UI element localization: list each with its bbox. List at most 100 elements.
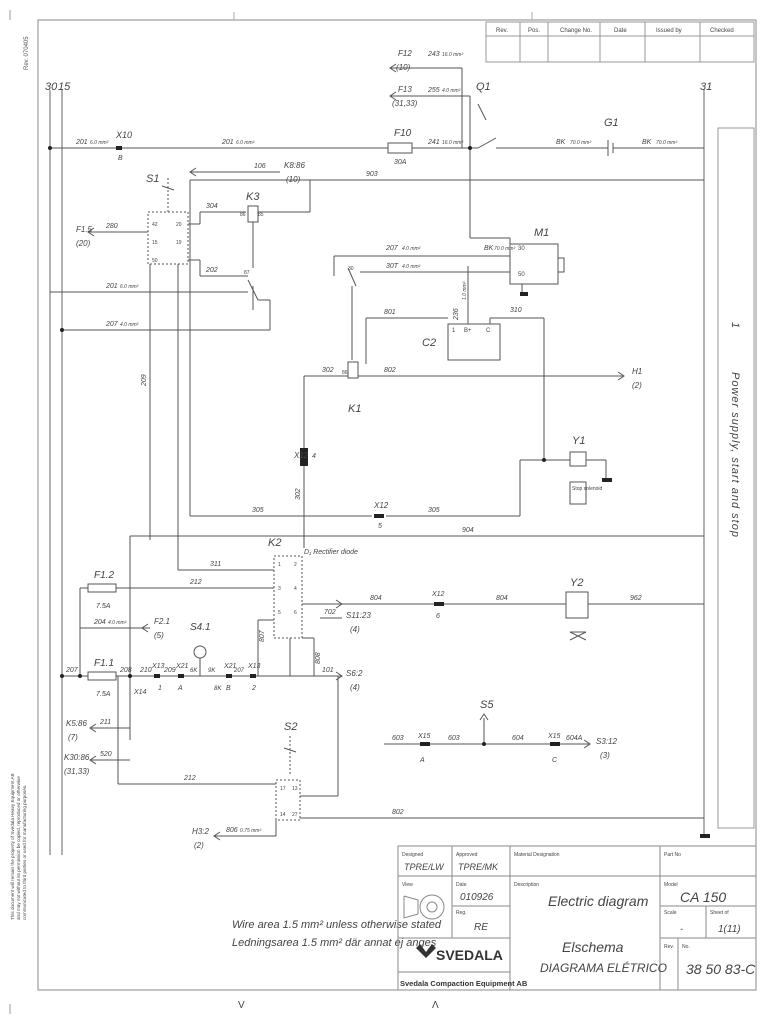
svg-text:807: 807 — [259, 629, 266, 642]
svg-text:Scale: Scale — [664, 910, 677, 916]
svg-text:X12: X12 — [293, 451, 309, 460]
fuse-f10 — [387, 142, 413, 154]
svg-text:30T: 30T — [386, 263, 399, 270]
svg-text:13: 13 — [292, 786, 298, 792]
svg-text:K3: K3 — [246, 191, 260, 203]
svg-text:X13: X13 — [151, 663, 165, 670]
svedala-logo: SVEDALA — [416, 944, 503, 963]
svg-text:K2: K2 — [268, 537, 281, 549]
svg-text:302: 302 — [322, 367, 334, 374]
svg-text:C: C — [486, 328, 491, 334]
svg-text:207: 207 — [105, 321, 119, 328]
svg-text:X21: X21 — [175, 663, 189, 670]
section-title: Power supply, start and stop — [729, 372, 741, 538]
svg-text:Y2: Y2 — [570, 577, 583, 589]
svg-text:207: 207 — [385, 245, 399, 252]
section-number: 1 — [729, 322, 741, 328]
svg-text:(10): (10) — [396, 63, 411, 72]
svg-text:604A: 604A — [566, 735, 583, 742]
company-name: Svedala Compaction Equipment AB — [400, 979, 528, 988]
svg-text:Issued by: Issued by — [656, 28, 682, 34]
svg-text:207: 207 — [65, 667, 79, 674]
svg-text:X13: X13 — [247, 663, 261, 670]
svg-text:This document will remain the: This document will remain the property o… — [10, 773, 15, 920]
svg-text:Rev.: Rev. — [664, 944, 674, 950]
svg-text:X14: X14 — [133, 689, 147, 696]
svg-text:X10: X10 — [115, 130, 132, 140]
svg-text:F1.1: F1.1 — [94, 658, 114, 669]
svg-text:14: 14 — [280, 812, 286, 818]
svg-text:C2: C2 — [422, 337, 436, 349]
svg-text:Model: Model — [664, 882, 678, 888]
svg-text:7.5A: 7.5A — [96, 603, 111, 610]
section-side-panel — [717, 127, 755, 829]
svg-text:310: 310 — [510, 307, 522, 314]
svg-text:(20): (20) — [76, 239, 91, 248]
drawing-title-en: Electric diagram — [548, 893, 649, 909]
svg-text:M1: M1 — [534, 227, 549, 239]
svg-text:30: 30 — [348, 266, 354, 272]
sheet-number: 1(11) — [718, 924, 741, 935]
svg-text:802: 802 — [384, 367, 396, 374]
svg-text:9K: 9K — [208, 668, 216, 674]
svg-text:7.5A: 7.5A — [96, 691, 111, 698]
svg-text:K8:86: K8:86 — [284, 161, 305, 170]
svg-text:1: 1 — [158, 685, 162, 692]
svg-text:6.0 mm²: 6.0 mm² — [236, 140, 255, 146]
svg-text:(7): (7) — [68, 733, 78, 742]
svg-text:BK: BK — [642, 139, 652, 146]
svg-text:4.0 mm²: 4.0 mm² — [402, 246, 421, 252]
svg-text:15: 15 — [152, 240, 158, 246]
drawing-number: 38 50 83-C — [686, 961, 756, 977]
svg-text:962: 962 — [630, 595, 642, 602]
svg-text:27: 27 — [292, 812, 298, 818]
svg-text:B+: B+ — [464, 328, 472, 334]
svg-text:(5): (5) — [154, 631, 164, 640]
svg-text:304: 304 — [206, 203, 218, 210]
svg-text:6.0 mm²: 6.0 mm² — [120, 284, 139, 290]
svg-text:42: 42 — [152, 222, 158, 228]
svg-text:Description: Description — [514, 882, 539, 888]
svg-text:87: 87 — [244, 270, 250, 276]
svg-text:Reg.: Reg. — [456, 910, 467, 916]
svg-text:101: 101 — [322, 667, 334, 674]
rail-label-15: 15 — [58, 81, 71, 93]
svg-text:Rev.: Rev. — [496, 28, 508, 34]
svg-text:30: 30 — [518, 246, 525, 252]
terminals — [48, 146, 710, 838]
svg-text:F2.1: F2.1 — [154, 617, 170, 626]
svg-text:X15: X15 — [547, 733, 561, 740]
svg-text:209: 209 — [141, 374, 148, 387]
svg-text:F1.2: F1.2 — [94, 570, 114, 581]
svg-text:(3): (3) — [600, 751, 610, 760]
svg-text:SVEDALA: SVEDALA — [436, 947, 503, 963]
svg-text:A: A — [419, 757, 425, 764]
svg-text:Change No.: Change No. — [560, 28, 592, 34]
svg-text:255: 255 — [427, 87, 440, 94]
drawing-title-sv: Elschema — [562, 939, 624, 955]
svg-text:F12: F12 — [398, 49, 412, 58]
svg-text:View: View — [402, 882, 413, 888]
power-rails — [49, 90, 705, 855]
svg-text:K1: K1 — [348, 403, 361, 415]
svg-text:19: 19 — [176, 240, 182, 246]
svg-text:(4): (4) — [350, 683, 360, 692]
svg-text:50: 50 — [152, 258, 158, 264]
svg-text:241: 241 — [427, 139, 440, 146]
svg-text:S11:23: S11:23 — [346, 611, 371, 620]
fold-mark-a: Λ — [432, 1000, 439, 1011]
svg-text:302: 302 — [295, 488, 302, 500]
drawing-title-pt: DIAGRAMA ELÉTRICO — [540, 960, 667, 975]
svg-text:S3:12: S3:12 — [596, 737, 617, 746]
svg-text:243: 243 — [427, 51, 440, 58]
svg-text:210: 210 — [139, 667, 152, 674]
svg-text:Sheet of: Sheet of — [710, 910, 729, 916]
svg-text:207: 207 — [233, 668, 245, 674]
svg-text:F1.5: F1.5 — [76, 225, 93, 234]
svg-text:S4.1: S4.1 — [190, 622, 211, 633]
svg-text:5: 5 — [278, 610, 281, 616]
svg-text:Approved: Approved — [456, 852, 478, 858]
svg-text:Date: Date — [614, 28, 627, 34]
svg-text:(31,33): (31,33) — [64, 767, 90, 776]
svg-text:Part No: Part No — [664, 852, 681, 858]
